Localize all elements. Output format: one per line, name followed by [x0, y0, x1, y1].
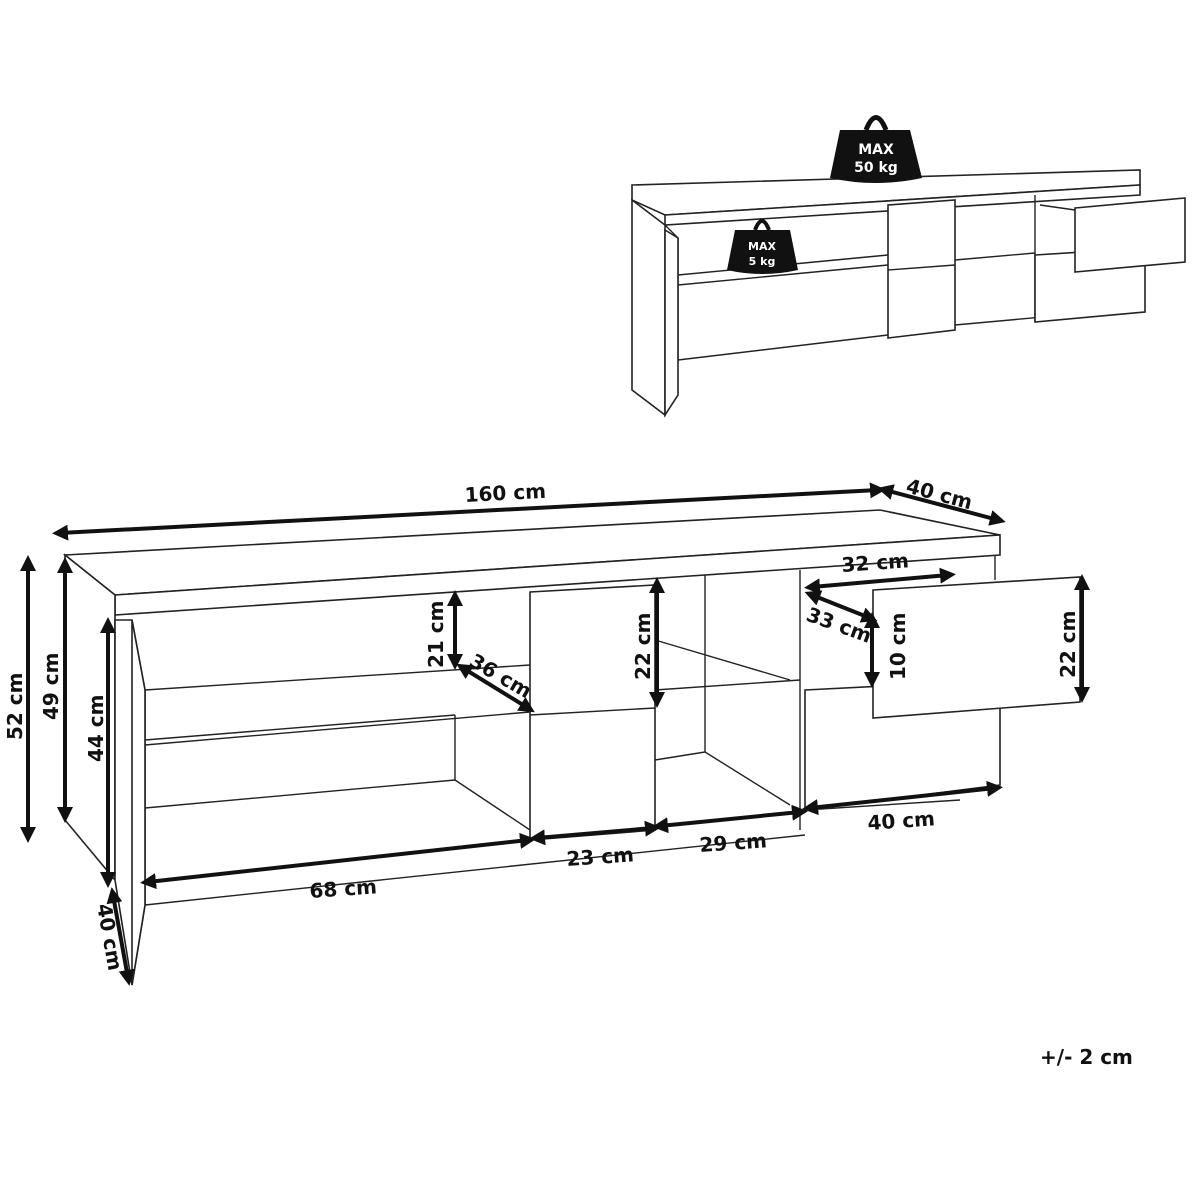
- preview-cabinet: [631, 169, 1186, 418]
- weight-icon-top: MAX 50 kg: [830, 115, 922, 183]
- tolerance-note: +/- 2 cm: [1040, 1045, 1133, 1069]
- weight-label-max: MAX: [858, 142, 894, 158]
- dim-depth-label: 40 cm: [904, 474, 975, 515]
- weight-icon-shelf: MAX 5 kg: [727, 219, 798, 274]
- weight-label-max-shelf: MAX: [748, 240, 776, 253]
- dim-center-height-label: 22 cm: [631, 613, 655, 681]
- dim-drawer-inner-height-label: 10 cm: [886, 613, 910, 681]
- dim-center-width-label: 23 cm: [566, 842, 635, 871]
- dim-drawer-front-height-label: 22 cm: [1056, 611, 1080, 679]
- dim-door-height-label: 44 cm: [84, 695, 108, 763]
- weight-label-50kg: 50 kg: [854, 160, 898, 176]
- weight-label-5kg: 5 kg: [749, 255, 776, 268]
- dim-shelf-gap-label: 21 cm: [424, 601, 448, 669]
- dim-body-height-label: 49 cm: [39, 653, 63, 721]
- dim-drawer-width-label: 32 cm: [841, 548, 910, 577]
- dim-width-label: 160 cm: [464, 479, 547, 507]
- dimension-arrows: [20, 482, 1090, 986]
- dim-mid-width-label: 29 cm: [699, 828, 768, 857]
- dim-left-width-label: 68 cm: [309, 874, 378, 903]
- dim-drawer-depth-label: 33 cm: [803, 602, 875, 648]
- dim-right-width-label: 40 cm: [867, 806, 936, 835]
- main-cabinet: [62, 509, 1081, 986]
- dim-total-height-label: 52 cm: [3, 673, 27, 741]
